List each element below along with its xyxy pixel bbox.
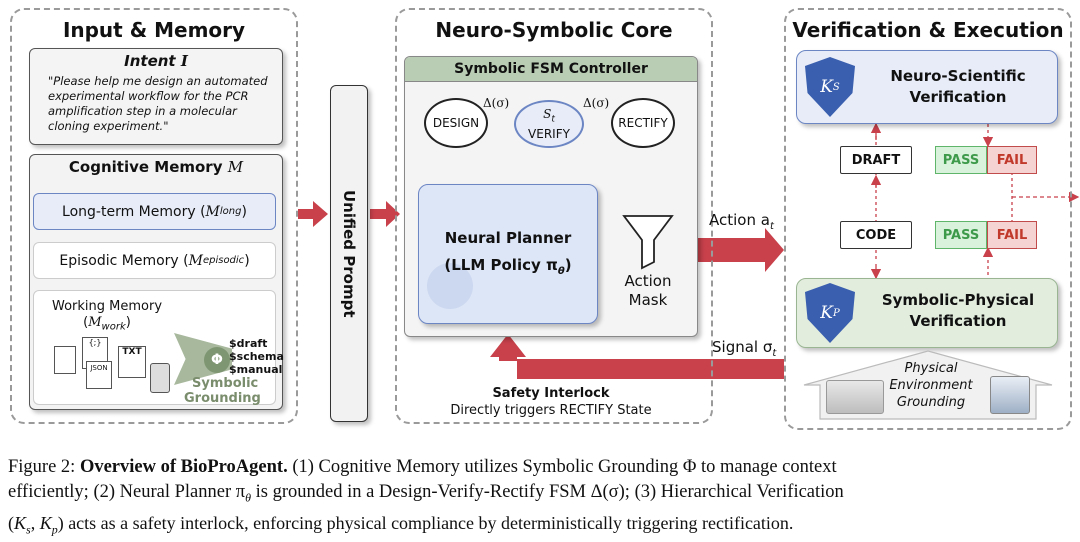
intent-title: Intent [124, 52, 176, 70]
cognitive-symbol: M [227, 158, 244, 176]
state-rectify: RECTIFY [611, 98, 675, 148]
json-file-icon: JSON [86, 361, 112, 389]
unified-prompt-bar: Unified Prompt [330, 85, 368, 422]
arrow-prompt-to-core [370, 201, 400, 227]
grounding-vars: $draft $schema $manual [229, 337, 284, 376]
fail-tag-draft: FAIL [987, 146, 1037, 174]
intent-box: Intent I "Please help me design an autom… [29, 48, 283, 145]
phi-symbol: Φ [204, 347, 230, 373]
code-tag: CODE [840, 221, 912, 249]
database-icon [150, 363, 170, 393]
intent-symbol: I [180, 52, 188, 70]
txt-file-icon: TXT [118, 346, 146, 378]
neural-planner-box: Neural Planner (LLM Policy πθ) [418, 184, 598, 324]
input-memory-panel: Input & Memory [10, 8, 298, 424]
verification-panel: Verification & Execution [784, 8, 1072, 430]
action-label: Action at [709, 211, 774, 232]
unified-prompt-label: Unified Prompt [340, 189, 358, 318]
arrow-action [672, 228, 784, 272]
arrow-memory-to-prompt [298, 201, 328, 227]
fail-tag-code: FAIL [987, 221, 1037, 249]
signal-label: Signal σt [712, 338, 777, 359]
draft-tag: DRAFT [840, 146, 912, 174]
fsm-title: Symbolic FSM Controller [405, 57, 697, 82]
symbolic-grounding-label: Symbolic Grounding [184, 376, 261, 406]
network-graph-icon [427, 263, 473, 309]
planner-label: Neural Planner (LLM Policy πθ) [444, 229, 572, 277]
symbolic-physical-label: Symbolic-Physical Verification [881, 291, 1035, 330]
state-design: DESIGN [424, 98, 488, 148]
pass-tag-code: PASS [935, 221, 987, 249]
arrow-signal [490, 334, 784, 379]
pass-tag-draft: PASS [935, 146, 987, 174]
safety-interlock-label: Safety Interlock Directly triggers RECTI… [450, 386, 652, 418]
delta-label-right: Δ(σ) [583, 96, 610, 110]
thermocycler-image [990, 376, 1030, 414]
action-mask-label: Action Mask [624, 272, 672, 309]
panel-title-core: Neuro-Symbolic Core [435, 18, 673, 42]
working-memory: Working Memory (Mwork) {;} JSON TXT Φ $d… [33, 290, 284, 406]
state-verify: St VERIFY [514, 100, 584, 148]
panel-title-verification: Verification & Execution [792, 18, 1064, 42]
intent-text: "Please help me design an automated expe… [48, 74, 268, 133]
lab-robot-image [826, 380, 884, 414]
delta-label-left: Δ(σ) [483, 96, 510, 110]
cognitive-title: Cognitive Memory [68, 158, 223, 176]
physical-grounding-label: Physical Environment Grounding [889, 361, 973, 410]
panel-title-input-memory: Input & Memory [62, 18, 246, 42]
neuro-scientific-label: Neuro-Scientific Verification [890, 67, 1026, 106]
document-icon [54, 346, 76, 374]
neuro-symbolic-core-panel: Neuro-Symbolic Core [395, 8, 713, 424]
figure-caption: Figure 2: Overview of BioProAgent. (1) C… [8, 457, 844, 537]
